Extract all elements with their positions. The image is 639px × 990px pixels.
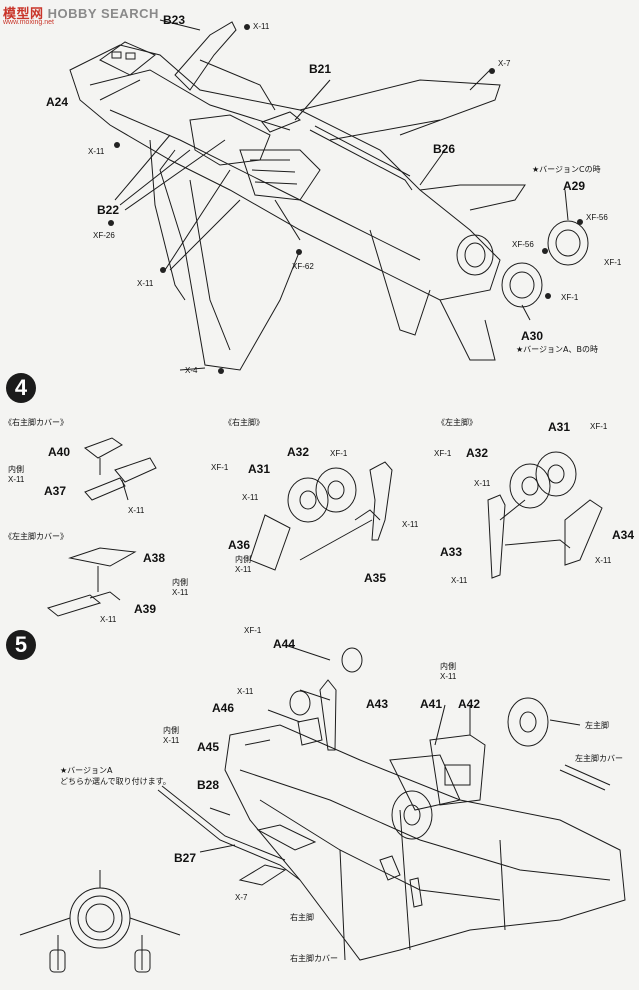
paint-label: X-11 xyxy=(128,506,145,515)
note-version-c: ★バージョンCの時 xyxy=(532,165,601,174)
paint-label: X-11 xyxy=(440,672,457,681)
paint-label: X-11 xyxy=(88,147,105,156)
step-number-4: 4 xyxy=(6,373,36,403)
part-label-a35: A35 xyxy=(364,571,387,585)
step-number-5: 5 xyxy=(6,630,36,660)
watermark-cn: 模型网 xyxy=(3,6,44,21)
label-right-gear-cover: 右主脚カバー xyxy=(290,954,338,963)
paint-label: XF-56 xyxy=(512,240,534,249)
paint-label: X-11 xyxy=(235,565,252,574)
note-inner: 内側 xyxy=(235,555,251,564)
part-label-a33: A33 xyxy=(440,545,463,559)
part-label-a46: A46 xyxy=(212,701,235,715)
part-label-a41: A41 xyxy=(420,697,443,711)
paint-label: XF-1 xyxy=(604,258,622,267)
part-label-a31-right: A31 xyxy=(248,462,271,476)
paint-label: XF-1 xyxy=(561,293,579,302)
paint-markers xyxy=(108,24,583,374)
paint-label: XF-62 xyxy=(292,262,314,271)
part-label-a34: A34 xyxy=(612,528,635,542)
heading-left-gear-cover: 《左主脚カバー》 xyxy=(4,532,68,541)
paint-label: X-11 xyxy=(242,493,259,502)
paint-label: X-11 xyxy=(474,479,491,488)
heading-left-gear: 《左主脚》 xyxy=(437,418,477,427)
part-label-a45: A45 xyxy=(197,740,220,754)
part-label-a31-left: A31 xyxy=(548,420,571,434)
note-version-ab: ★バージョンA、Bの時 xyxy=(516,345,598,354)
part-label-a37: A37 xyxy=(44,484,67,498)
fuselage-upper xyxy=(69,19,589,371)
paint-label: X-11 xyxy=(137,279,154,288)
paint-label: XF-1 xyxy=(330,449,348,458)
paint-label: X-4 xyxy=(185,366,198,375)
paint-label: XF-1 xyxy=(211,463,229,472)
paint-label: XF-1 xyxy=(244,626,262,635)
part-label-a30: A30 xyxy=(521,329,544,343)
part-label-b27: B27 xyxy=(174,851,197,865)
part-label-a38: A38 xyxy=(143,551,166,565)
part-label-b21: B21 xyxy=(309,62,332,76)
label-left-gear-cover: 左主脚カバー xyxy=(575,754,623,763)
part-label-b28: B28 xyxy=(197,778,220,792)
paint-label: X-7 xyxy=(498,59,511,68)
step4-gear-covers xyxy=(46,437,157,617)
watermark-en: HOBBY SEARCH xyxy=(47,6,159,21)
watermark-url: www.moxing.net xyxy=(3,19,54,26)
step5-assembly xyxy=(19,644,626,973)
note-inner: 内側 xyxy=(172,578,188,587)
paint-label: XF-56 xyxy=(586,213,608,222)
part-label-a32-right: A32 xyxy=(287,445,310,459)
label-left-gear: 左主脚 xyxy=(585,721,609,730)
paint-label: X-11 xyxy=(172,588,189,597)
step4-left-gear xyxy=(487,451,603,579)
part-label-a39: A39 xyxy=(134,602,157,616)
part-label-a24: A24 xyxy=(46,95,69,109)
note-inner: 内側 xyxy=(163,726,179,735)
heading-right-gear: 《右主脚》 xyxy=(224,418,264,427)
paint-label: X-11 xyxy=(8,475,25,484)
part-label-a44: A44 xyxy=(273,637,296,651)
paint-label: XF-26 xyxy=(93,231,115,240)
step4-right-gear xyxy=(249,461,393,571)
note-inner: 内側 xyxy=(440,662,456,671)
part-label-a42: A42 xyxy=(458,697,481,711)
note-inner: 内側 xyxy=(8,465,24,474)
heading-right-gear-cover: 《右主脚カバー》 xyxy=(4,418,68,427)
paint-label: X-7 xyxy=(235,893,248,902)
part-label-a32-left: A32 xyxy=(466,446,489,460)
part-label-b26: B26 xyxy=(433,142,456,156)
paint-label: X-11 xyxy=(100,615,117,624)
part-label-a36: A36 xyxy=(228,538,251,552)
label-right-gear: 右主脚 xyxy=(290,913,314,922)
watermark-logo: 模型网 HOBBY SEARCH xyxy=(3,3,159,22)
paint-label: XF-1 xyxy=(434,449,452,458)
part-label-a40: A40 xyxy=(48,445,71,459)
note-version-a: ★バージョンA xyxy=(60,766,113,775)
paint-label: X-11 xyxy=(595,556,612,565)
part-label-b23: B23 xyxy=(163,13,186,27)
note-choose: どちらか選んで取り付けます。 xyxy=(60,777,171,786)
part-label-b22: B22 xyxy=(97,203,120,217)
paint-label: X-11 xyxy=(451,576,468,585)
part-label-a29: A29 xyxy=(563,179,586,193)
paint-label: X-11 xyxy=(237,687,254,696)
paint-label: X-11 xyxy=(253,22,270,31)
paint-label: X-11 xyxy=(163,736,180,745)
paint-label: X-11 xyxy=(402,520,419,529)
part-label-a43: A43 xyxy=(366,697,389,711)
paint-label: XF-1 xyxy=(590,422,608,431)
